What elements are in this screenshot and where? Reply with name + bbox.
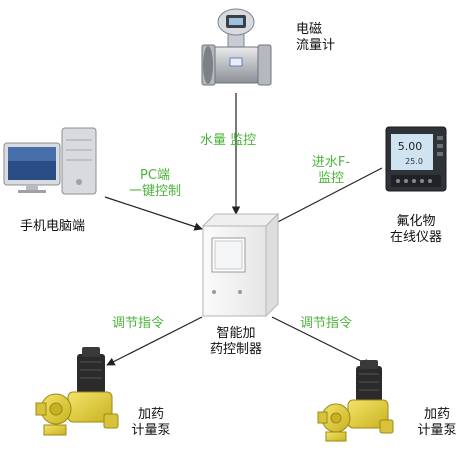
controller-icon: [201, 212, 280, 318]
controller-title: 智能加 药控制器: [200, 326, 272, 358]
right-pump-title: 加药 计量泵: [410, 407, 464, 439]
edge-analyzer-controller: [269, 167, 383, 227]
analyzer-screen-line2: 25.0: [405, 157, 423, 166]
analyzer-title-line1: 氟化物: [396, 214, 436, 229]
edge-label-analyzer-line1: 进水F-: [311, 155, 351, 170]
edge-label-analyzer-line2: 监控: [317, 171, 344, 186]
right-pump-title-line2: 计量泵: [417, 423, 457, 438]
controller-title-line1: 智能加: [216, 326, 256, 341]
right-pump-title-line1: 加药: [423, 407, 450, 422]
left-pump-title: 加药 计量泵: [124, 407, 178, 439]
edge-label-pc: PC端 一键控制: [120, 168, 190, 200]
left-pump-title-line2: 计量泵: [131, 423, 171, 438]
flowmeter-title: 电磁 流量计: [296, 22, 335, 54]
controller-title-line2: 药控制器: [209, 342, 262, 357]
edge-label-flowmeter: 水量 监控: [200, 133, 257, 148]
right-pump-icon: [317, 360, 394, 442]
flowmeter-title-line2: 流量计: [296, 38, 336, 53]
flowmeter-title-line1: 电磁: [296, 22, 323, 37]
flowmeter-icon: [201, 8, 272, 86]
analyzer-title: 氟化物 在线仪器: [386, 214, 446, 246]
edge-label-pc-line2: 一键控制: [128, 184, 181, 199]
analyzer-icon: 5.00 25.0: [385, 126, 447, 192]
left-pump-title-line1: 加药: [137, 407, 164, 422]
pc-icon: [3, 127, 97, 195]
edge-label-pc-line1: PC端: [140, 168, 170, 183]
analyzer-title-line2: 在线仪器: [389, 230, 442, 245]
edge-pc-controller: [104, 196, 203, 231]
left-pump-icon: [35, 347, 119, 436]
analyzer-screen-line1: 5.00: [398, 140, 423, 153]
pc-title: 手机电脑端: [20, 219, 86, 234]
edge-label-left-pump: 调节指令: [112, 316, 165, 331]
edge-label-analyzer: 进水F- 监控: [300, 155, 362, 187]
edge-controller-right-pump: [271, 316, 372, 367]
edge-controller-left-pump: [106, 316, 203, 366]
edge-label-right-pump: 调节指令: [300, 316, 353, 331]
